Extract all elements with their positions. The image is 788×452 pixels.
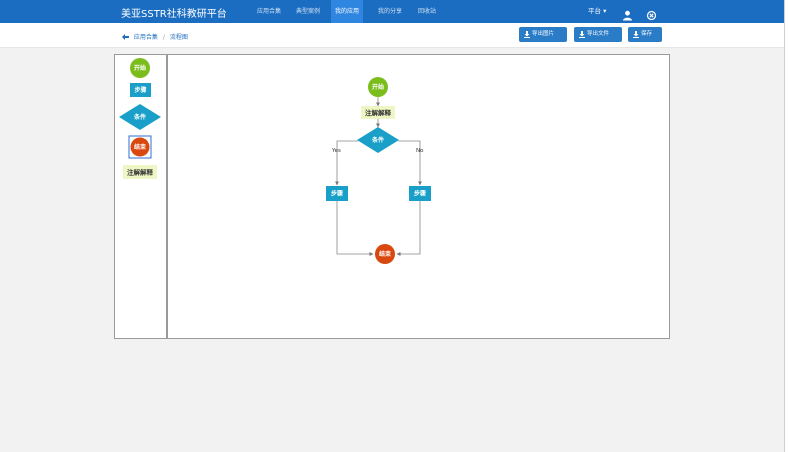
- palette-start-shape[interactable]: 开始: [130, 58, 150, 78]
- palette-end-label: 结束: [134, 143, 147, 151]
- flow-condition-label: 条件: [371, 136, 384, 144]
- window-edge: [784, 0, 788, 452]
- nav-apps[interactable]: 应用合集: [257, 8, 282, 15]
- flow-step-right-label: 步骤: [414, 190, 426, 198]
- top-navbar: 美亚SSTR社科教研平台 应用合集 典型案例 我的应用 我的分享 回收站 平台 …: [0, 0, 784, 23]
- nav-my-apps[interactable]: 我的应用: [331, 0, 364, 23]
- palette-condition-label: 条件: [133, 113, 146, 121]
- nav-my-shares[interactable]: 我的分享: [378, 8, 403, 15]
- breadcrumb: 应用合集 / 流程图: [122, 32, 188, 41]
- flowchart-canvas[interactable]: 开始 注解解释 条件 Yes No 步骤 步骤 结束: [167, 54, 670, 339]
- export-image-button[interactable]: 导出图片: [519, 27, 567, 42]
- flow-step-left-node[interactable]: 步骤: [326, 186, 348, 201]
- palette-note-label: 注解解释: [127, 168, 154, 177]
- arrow-left-icon[interactable]: [122, 33, 131, 41]
- nav-recycle-bin[interactable]: 回收站: [418, 8, 437, 15]
- shape-palette: 开始 步骤 条件 结束 注解解释: [114, 54, 167, 339]
- flow-start-label: 开始: [372, 83, 384, 91]
- nav-cases[interactable]: 典型案例: [296, 8, 321, 15]
- palette-start-label: 开始: [134, 64, 146, 72]
- platform-menu[interactable]: 平台 ▾: [588, 7, 607, 15]
- save-button[interactable]: 保存: [628, 27, 662, 42]
- power-icon[interactable]: [646, 6, 657, 21]
- user-icon[interactable]: [622, 6, 633, 21]
- breadcrumb-separator: /: [162, 34, 165, 41]
- brand-title[interactable]: 美亚SSTR社科教研平台: [121, 9, 227, 20]
- toolbar: 应用合集 / 流程图 导出图片 导出文件 保存: [0, 23, 784, 48]
- palette-note-shape[interactable]: 注解解释: [123, 165, 157, 179]
- flow-step-right-node[interactable]: 步骤: [409, 186, 431, 201]
- palette-condition-shape[interactable]: 条件: [119, 104, 161, 130]
- branch-no-label: No: [416, 148, 424, 154]
- flow-note-label: 注解解释: [365, 108, 392, 117]
- flow-end-node[interactable]: 结束: [375, 244, 395, 264]
- download-icon: [524, 31, 530, 38]
- save-label: 保存: [641, 31, 653, 37]
- export-file-button[interactable]: 导出文件: [574, 27, 622, 42]
- flow-end-label: 结束: [379, 250, 392, 258]
- branch-yes-label: Yes: [331, 148, 341, 154]
- palette-end-shape[interactable]: 结束: [128, 135, 152, 159]
- flow-start-node[interactable]: 开始: [368, 77, 388, 97]
- breadcrumb-parent[interactable]: 应用合集: [133, 34, 158, 41]
- palette-step-label: 步骤: [134, 86, 146, 94]
- flow-step-left-label: 步骤: [331, 190, 343, 198]
- flow-condition-node[interactable]: 条件: [357, 127, 399, 153]
- flow-note-node[interactable]: 注解解释: [361, 106, 395, 119]
- breadcrumb-current: 流程图: [169, 34, 188, 41]
- download-icon: [633, 31, 639, 38]
- palette-step-shape[interactable]: 步骤: [130, 83, 151, 97]
- export-image-label: 导出图片: [532, 31, 555, 37]
- connector-lines: [335, 97, 422, 256]
- download-icon: [579, 31, 585, 38]
- export-file-label: 导出文件: [587, 31, 610, 37]
